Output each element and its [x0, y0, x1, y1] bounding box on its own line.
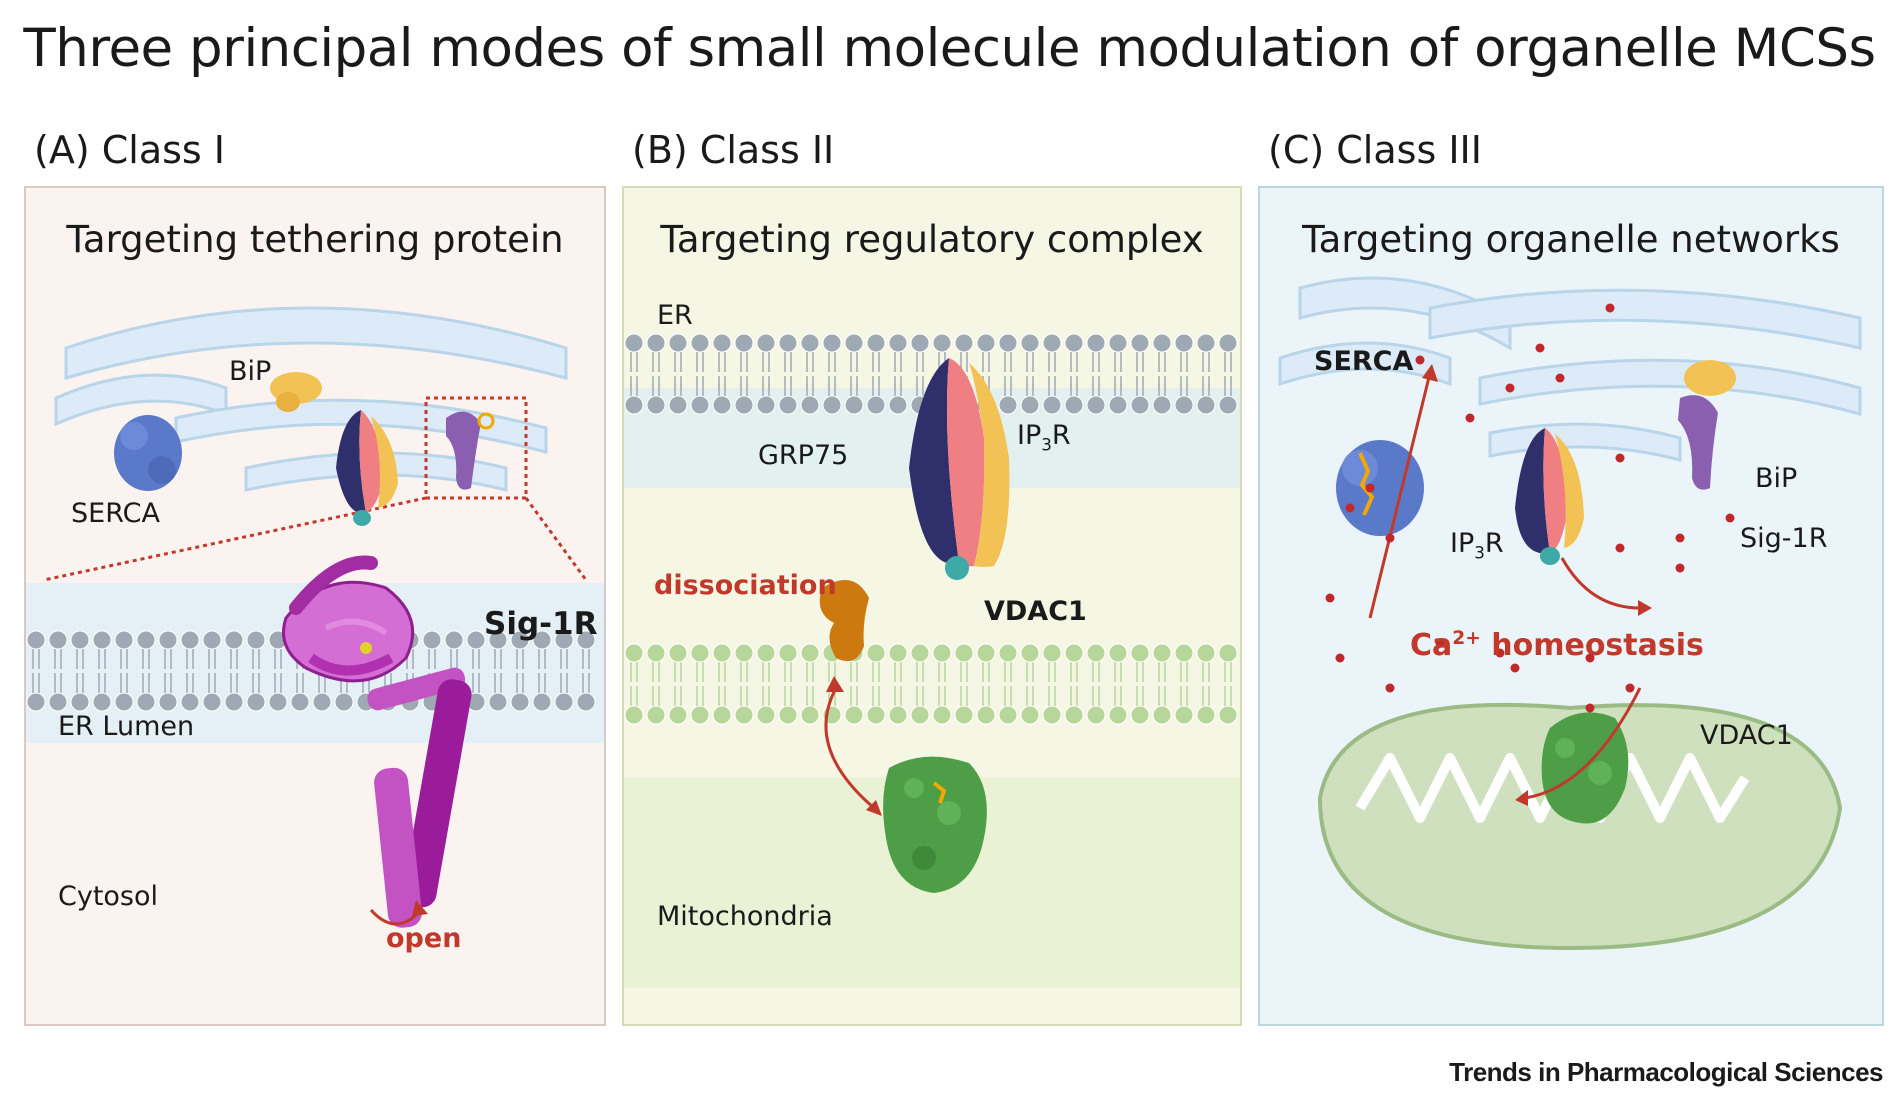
panel-c-label: (C) Class III [1268, 128, 1482, 172]
panel-a: Targeting tethering protein [24, 186, 606, 1026]
sig1r-structure [282, 555, 472, 928]
panel-b-illustration [624, 333, 1240, 988]
panel-b: Targeting regulatory complex ER GRP [622, 186, 1242, 1026]
er-lumen-label: ER Lumen [58, 711, 195, 742]
journal-credit: Trends in Pharmacological Sciences [1449, 1057, 1883, 1087]
cytosol-label: Cytosol [58, 881, 159, 912]
er-bilayer [624, 333, 1238, 415]
open-label: open [386, 923, 462, 954]
sig1r-label: Sig-1R [1740, 523, 1828, 554]
panel-c: Targeting organelle networks [1258, 186, 1884, 1026]
grp75-protein [819, 580, 869, 662]
bip-label: BiP [229, 356, 272, 387]
sig1r-label: Sig-1R [484, 606, 598, 642]
panel-c-illustration [1278, 276, 1862, 951]
panel-a-illustration [26, 306, 604, 928]
serca-label: SERCA [71, 498, 160, 529]
bip-label: BiP [1755, 463, 1798, 494]
figure-title: Three principal modes of small molecule … [23, 18, 1876, 79]
er-label: ER [657, 300, 693, 331]
vdac1-label: VDAC1 [984, 596, 1087, 627]
vdac1-protein [883, 756, 987, 893]
serca-protein [1336, 440, 1424, 536]
panel-c-heading: Targeting organelle networks [1302, 218, 1840, 261]
serca-label: SERCA [1314, 346, 1414, 377]
sig1r-protein-small [446, 411, 495, 490]
ip3r-protein [1515, 428, 1584, 565]
bip-protein [270, 372, 322, 412]
er-network [1278, 276, 1862, 462]
ip3r-label: IP3R [1017, 420, 1071, 455]
vdac1-label: VDAC1 [1700, 720, 1793, 751]
ip3r-protein [909, 358, 1010, 580]
panel-b-heading: Targeting regulatory complex [660, 218, 1204, 261]
sig1r-protein [1678, 395, 1718, 490]
panel-b-label: (B) Class II [632, 128, 835, 172]
ip3r-label: IP3R [1450, 528, 1504, 563]
mitochondria-label: Mitochondria [657, 901, 833, 932]
zoom-box [424, 396, 528, 500]
dissociation-label: dissociation [654, 570, 837, 601]
grp75-label: GRP75 [758, 440, 849, 471]
ip3r-protein [336, 410, 398, 526]
serca-protein [114, 415, 182, 491]
panel-a-label: (A) Class I [34, 128, 225, 172]
ca-homeostasis-label: Ca2+ homeostasis [1410, 628, 1704, 663]
bip-protein [1684, 360, 1736, 396]
panel-a-heading: Targeting tethering protein [66, 218, 564, 261]
mito-bilayer [624, 643, 1238, 725]
calcium-ions [1325, 303, 1735, 713]
